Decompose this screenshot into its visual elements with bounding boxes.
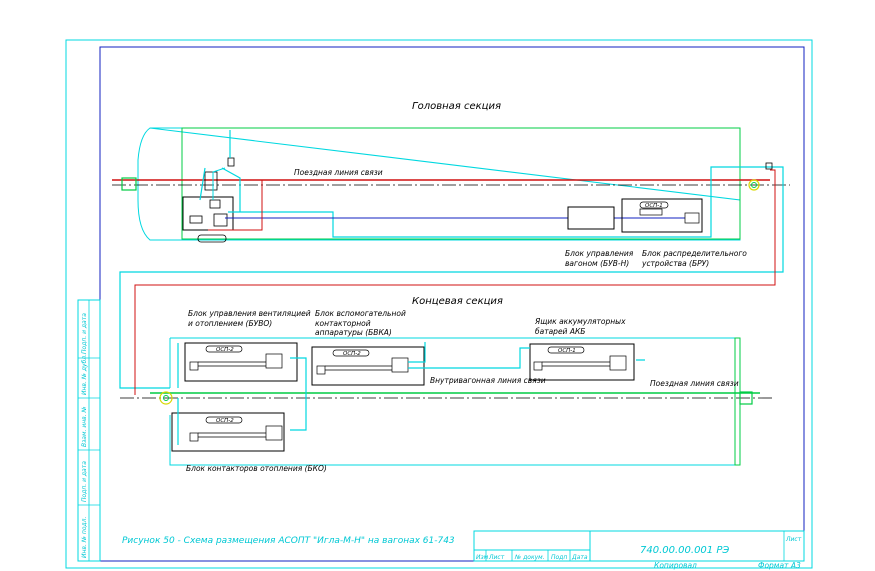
bru-label-2: устройства (БРУ) — [641, 259, 709, 268]
bko-psch — [265, 425, 283, 441]
stamp-col-izm: Изм — [476, 554, 489, 561]
buvo-wire — [198, 361, 266, 367]
buvo-label-2: и отоплением (БУВО) — [188, 319, 272, 328]
tail-car-body — [169, 337, 741, 466]
akb-label-2: батарей АКБ — [535, 327, 585, 336]
inner-line-tail — [177, 342, 645, 445]
bko-label: Блок контакторов отопления (БКО) — [186, 464, 327, 473]
akb-wire — [542, 361, 610, 367]
bvka-block — [311, 346, 425, 386]
coupler-head-right — [748, 179, 760, 191]
coupler-head-right-inner — [751, 182, 757, 188]
buvo-dps — [189, 361, 199, 371]
stamp-copied: Копировал — [654, 561, 697, 570]
bko-osp2-text: ОСП-2 — [216, 418, 234, 424]
side-stamp-text-5: Инв. № подл. — [81, 517, 88, 558]
stamp-block — [473, 530, 805, 562]
cyan-wire-head-1 — [119, 130, 784, 389]
side-stamp-text-4: Подп. и дата — [81, 461, 88, 502]
buvo-psch — [265, 353, 283, 369]
train-line-label-tail: Поездная линия связи — [650, 379, 739, 388]
stamp-col-doc: № докум. — [514, 554, 545, 561]
bvka-wire — [325, 365, 392, 371]
osp1-head-psch — [684, 212, 700, 224]
osp1-head-text: ОСП-1 — [645, 203, 663, 209]
buv-inner-3 — [209, 199, 221, 209]
stamp-col-date: Дата — [571, 554, 588, 561]
tail-car-compartment — [734, 337, 741, 466]
sheet-outer-frame — [65, 39, 813, 569]
osp1-head-vdps — [639, 208, 663, 216]
buv-osp — [197, 234, 227, 243]
bvka-psch — [391, 357, 409, 373]
cab-device-top2 — [227, 157, 235, 167]
buv-inner-2 — [213, 213, 228, 227]
osp1-head-pill — [639, 201, 669, 209]
stamp-code: 740.00.00.001 РЭ — [640, 545, 729, 556]
bko-block — [171, 412, 285, 452]
train-line-label-head: Поездная линия связи — [294, 168, 383, 177]
akb-osp1-text: ОСП-1 — [558, 348, 576, 354]
akb-block — [529, 343, 635, 381]
bvka-label-3: аппаратуры (БВКА) — [315, 328, 392, 337]
akb-osp1-pill — [547, 346, 585, 354]
cyan-wire-head-2 — [212, 167, 226, 200]
inner-line-label: Внутривагонная линия связи — [430, 376, 546, 385]
head-car-compartment — [181, 127, 741, 240]
bvka-label-2: контакторной — [315, 319, 371, 328]
tail-section-title: Концевая секция — [412, 296, 503, 307]
buv-inner-1 — [189, 215, 203, 224]
bru-block — [567, 206, 615, 230]
bvka-label-1: Блок вспомогательной — [315, 309, 406, 318]
coupler-head-left — [121, 177, 137, 191]
buvo-osp2-pill — [205, 345, 243, 353]
buvo-block — [184, 342, 298, 382]
akb-label-1: Ящик аккумуляторных — [534, 317, 626, 326]
red-wire-head — [134, 169, 776, 395]
stamp-col-sign: Подп — [551, 554, 567, 561]
osp1-head-block — [621, 198, 703, 233]
coupler-tail-right — [739, 391, 753, 405]
stamp-col-list: Лист — [488, 554, 505, 561]
stamp-format: Формат А3 — [758, 561, 801, 570]
bko-dps — [189, 432, 199, 442]
side-stamp-text-2: Инв. № дубл. — [81, 354, 88, 395]
cab-device-top — [204, 171, 218, 191]
coupler-tail-left-inner — [163, 395, 169, 401]
bko-wire — [198, 432, 266, 438]
stamp-sheet: Лист — [785, 536, 802, 543]
buvo-label-1: Блок управления вентиляцией — [188, 309, 311, 318]
buv-label-2: вагоном (БУВ-Н) — [565, 259, 629, 268]
head-right-connector — [765, 162, 773, 170]
akb-dps — [533, 361, 543, 371]
bvka-dps — [316, 365, 326, 375]
head-car-body — [137, 127, 741, 241]
buvo-osp2-text: ОСП-2 — [216, 347, 234, 353]
side-stamp-text-1: Подп. и дата — [81, 313, 88, 354]
buv-label-1: Блок управления — [565, 249, 634, 258]
bvka-osp2-pill — [332, 349, 370, 357]
figure-caption: Рисунок 50 - Схема размещения АСОПТ "Игл… — [122, 536, 455, 546]
bru-label-1: Блок распределительного — [642, 249, 747, 258]
side-stamp-text-3: Взам. инв. № — [81, 406, 88, 447]
bvka-osp2-text: ОСП-2 — [343, 351, 361, 357]
akb-psch — [609, 355, 627, 371]
bko-osp2-pill — [205, 416, 243, 424]
coupler-tail-left — [159, 391, 173, 405]
buv-block — [182, 196, 234, 231]
head-section-title: Головная секция — [412, 101, 501, 112]
